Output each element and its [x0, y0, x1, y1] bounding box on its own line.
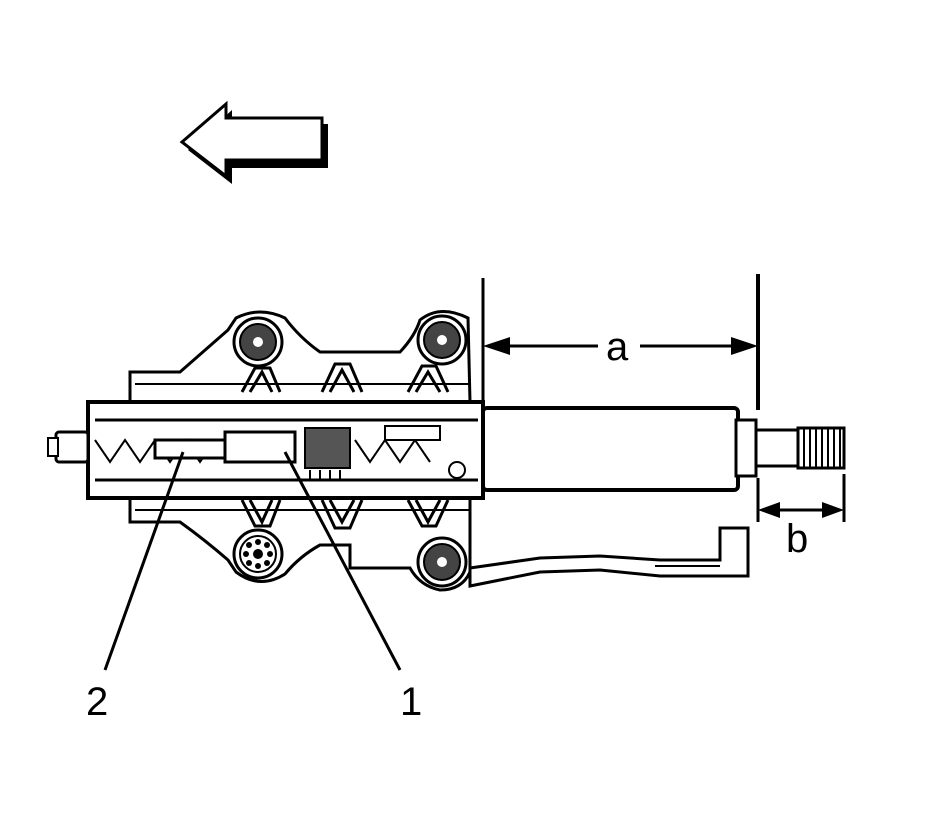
lower-right-grommet: [416, 536, 468, 588]
direction-arrow-icon: [179, 100, 328, 184]
upper-right-grommet: [416, 314, 468, 366]
upper-mounting-bracket: [128, 310, 472, 404]
lower-mounting-bracket: [128, 496, 472, 592]
tilt-lever: [468, 526, 750, 588]
dimension-a: a: [481, 274, 760, 410]
lower-left-grommet: [232, 528, 284, 580]
dimension-b: b: [756, 474, 846, 561]
upper-left-grommet: [232, 316, 284, 368]
steering-shaft-tube: [481, 406, 846, 492]
dimension-b-label: b: [786, 517, 808, 561]
column-jacket: [47, 400, 485, 500]
leader-lines: [103, 451, 402, 671]
dimension-a-label: a: [606, 325, 629, 369]
callout-2: 2: [86, 680, 108, 724]
callout-1: 1: [400, 680, 422, 724]
